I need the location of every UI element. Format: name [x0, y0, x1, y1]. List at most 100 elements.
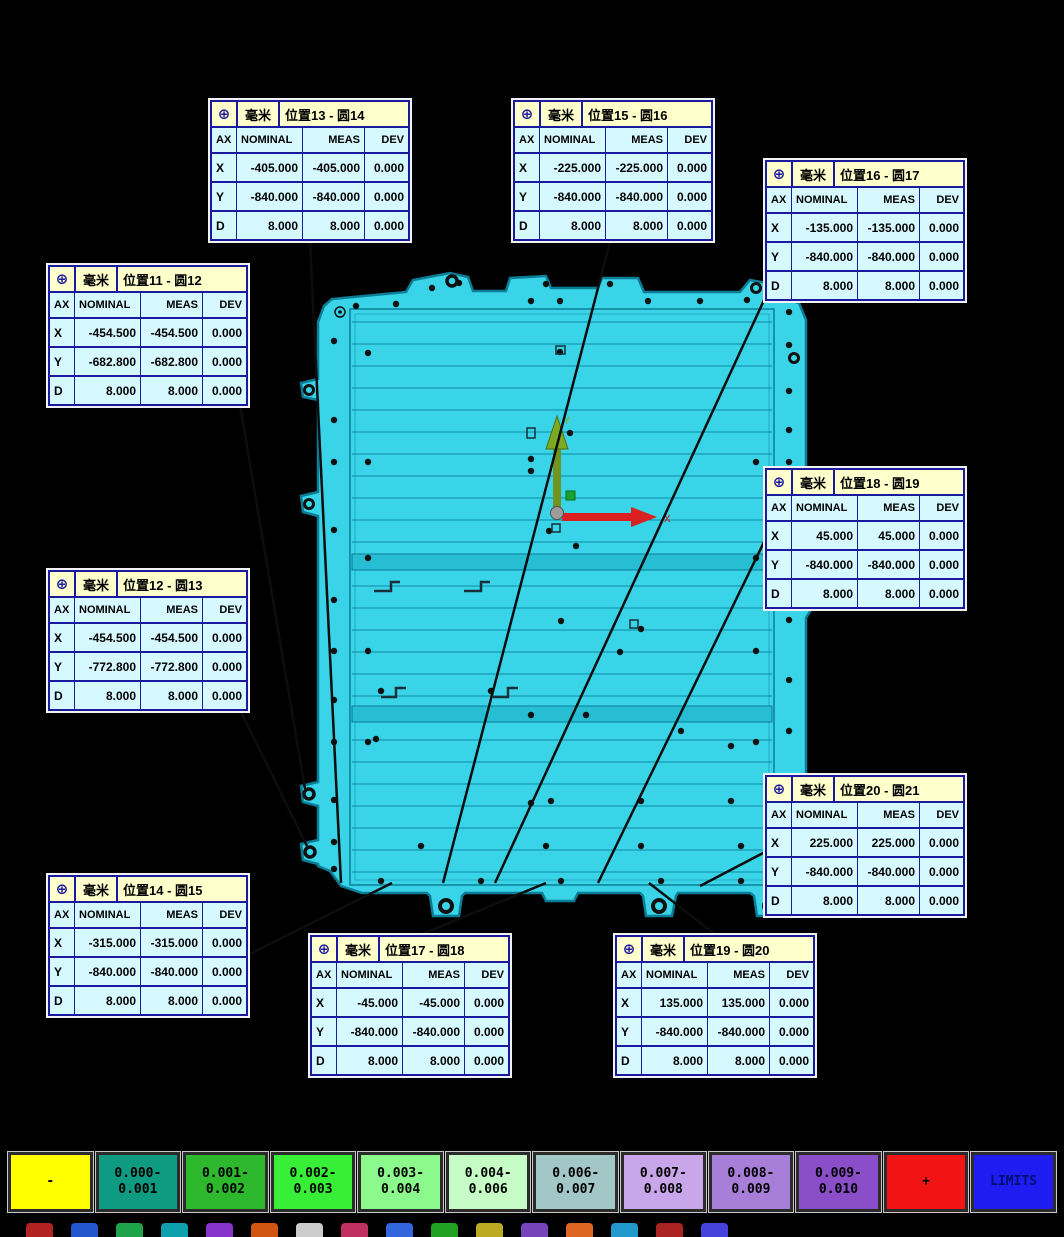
legend-cell-limits[interactable]: LIMITS [970, 1151, 1057, 1213]
legend-cell-above-max[interactable]: + [882, 1151, 970, 1213]
dim-box-title: 位置20 - 圆21 [840, 782, 920, 798]
bracket-features [374, 345, 639, 699]
legend-cell-0007-0008[interactable]: 0.007- 0.008 [620, 1151, 707, 1213]
taskbar-icon-fragment[interactable] [656, 1223, 683, 1237]
dim-box-title: 位置19 - 圆20 [690, 942, 770, 958]
dim-box-header: ⊕ 毫米 位置14 - 圆15 [50, 877, 246, 903]
coordinate-triad: Y x [545, 414, 671, 527]
taskbar-icon-fragment[interactable] [206, 1223, 233, 1237]
position-feature-icon: ⊕ [55, 576, 69, 593]
bolt-rings [302, 274, 800, 914]
taskbar-fragments [0, 1223, 1064, 1237]
dim-box-header: ⊕ 毫米 位置20 - 圆21 [767, 777, 963, 803]
taskbar-icon-fragment[interactable] [701, 1223, 728, 1237]
part-model: Y x [299, 271, 814, 918]
dim-box-header: ⊕ 毫米 位置17 - 圆18 [312, 937, 508, 963]
legend-cell-0008-0009[interactable]: 0.008- 0.009 [707, 1151, 795, 1213]
taskbar-icon-fragment[interactable] [341, 1223, 368, 1237]
origin-cube [565, 490, 576, 501]
legend-cell-0006-0007[interactable]: 0.006- 0.007 [532, 1151, 620, 1213]
position-feature-icon: ⊕ [772, 781, 786, 798]
unit-label: 毫米 [791, 777, 835, 801]
legend-cell-0002-0003[interactable]: 0.002- 0.003 [269, 1151, 357, 1213]
taskbar-icon-fragment[interactable] [251, 1223, 278, 1237]
dim-box-header: ⊕ 毫米 位置16 - 圆17 [767, 162, 963, 188]
dim-box-title: 位置13 - 圆14 [285, 107, 365, 123]
dim-box-title: 位置16 - 圆17 [840, 167, 920, 183]
taskbar-icon-fragment[interactable] [521, 1223, 548, 1237]
dim-box-header: ⊕ 毫米 位置11 - 圆12 [50, 267, 246, 293]
taskbar-icon-fragment[interactable] [161, 1223, 188, 1237]
dim-box-header: ⊕ 毫米 位置19 - 圆20 [617, 937, 813, 963]
taskbar-icon-fragment[interactable] [611, 1223, 638, 1237]
taskbar-icon-fragment[interactable] [71, 1223, 98, 1237]
deviation-color-legend: - 0.000- 0.001 0.001- 0.002 0.002- 0.003… [7, 1151, 1057, 1213]
legend-cell-0003-0004[interactable]: 0.003- 0.004 [357, 1151, 444, 1213]
taskbar-icon-fragment[interactable] [26, 1223, 53, 1237]
legend-cell-0009-0010[interactable]: 0.009- 0.010 [795, 1151, 882, 1213]
unit-label: 毫米 [336, 937, 380, 961]
position-feature-icon: ⊕ [520, 106, 534, 123]
legend-cell-0004-0006[interactable]: 0.004- 0.006 [444, 1151, 532, 1213]
taskbar-icon-fragment[interactable] [296, 1223, 323, 1237]
unit-label: 毫米 [641, 937, 685, 961]
unit-label: 毫米 [539, 102, 583, 126]
dim-box-header: ⊕ 毫米 位置18 - 圆19 [767, 470, 963, 496]
unit-label: 毫米 [236, 102, 280, 126]
legend-cell-0001-0002[interactable]: 0.001- 0.002 [182, 1151, 269, 1213]
taskbar-icon-fragment[interactable] [386, 1223, 413, 1237]
legend-cell-0000-0001[interactable]: 0.000- 0.001 [94, 1151, 182, 1213]
legend-cell-below-min[interactable]: - [7, 1151, 94, 1213]
taskbar-icon-fragment[interactable] [476, 1223, 503, 1237]
dim-box-title: 位置12 - 圆13 [123, 577, 203, 593]
dim-box-title: 位置18 - 圆19 [840, 475, 920, 491]
y-axis-label: Y [563, 415, 571, 427]
leader-lines [238, 241, 767, 957]
position-feature-icon: ⊕ [622, 941, 636, 958]
position-feature-icon: ⊕ [772, 474, 786, 491]
taskbar-icon-fragment[interactable] [566, 1223, 593, 1237]
taskbar-icon-fragment[interactable] [116, 1223, 143, 1237]
dim-box-header: ⊕ 毫米 位置13 - 圆14 [212, 102, 408, 128]
dim-box-title: 位置11 - 圆12 [123, 272, 202, 288]
taskbar-icon-fragment[interactable] [431, 1223, 458, 1237]
